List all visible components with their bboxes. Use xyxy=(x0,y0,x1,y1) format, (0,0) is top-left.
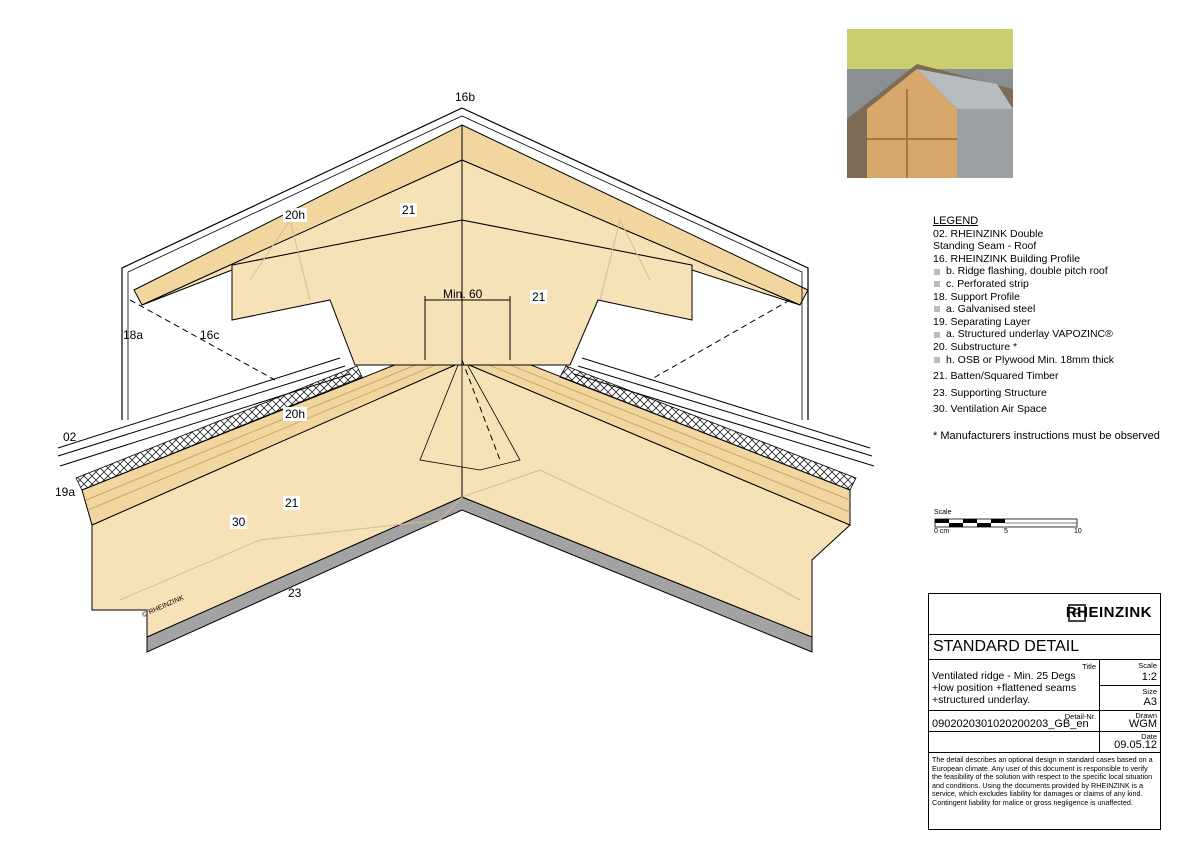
label-16b: 16b xyxy=(455,90,476,104)
date-value: 09.05.12 xyxy=(1114,739,1157,751)
brand-header: R RHEINZINK xyxy=(929,594,1160,635)
legend-item: a. Structured underlay VAPOZINC® xyxy=(933,328,1160,341)
rheinzink-logo-icon: R xyxy=(1068,604,1086,622)
legend-text: h. OSB or Plywood Min. 18mm thick xyxy=(946,353,1115,366)
legend-text: Standing Seam - Roof xyxy=(933,240,1037,253)
legend-item: Standing Seam - Roof xyxy=(933,240,1160,253)
scale-bar: Scale 0 cm 5 10 xyxy=(934,509,1084,540)
structured-underlay-left xyxy=(75,365,363,491)
detail-title: Ventilated ridge - Min. 25 Degs +low pos… xyxy=(932,670,1077,706)
bullet-icon xyxy=(934,356,940,363)
bullet-icon xyxy=(934,331,940,338)
legend-text: 16. RHEINZINK Building Profile xyxy=(933,252,1081,265)
legend-item: h. OSB or Plywood Min. 18mm thick xyxy=(933,354,1160,367)
label-23: 23 xyxy=(288,586,302,600)
ridge-flashing xyxy=(121,107,809,420)
legend-text: 20. Substructure * xyxy=(933,340,1018,353)
legend-item: 23. Supporting Structure xyxy=(933,387,1160,400)
date-label: Date xyxy=(1141,732,1157,741)
legend-text: 18. Support Profile xyxy=(933,290,1020,303)
size-field-value: A3 xyxy=(1143,696,1157,708)
label-21-low: 21 xyxy=(283,496,301,510)
legend-text: a. Structured underlay VAPOZINC® xyxy=(946,328,1113,341)
label-18a: 18a xyxy=(123,328,144,342)
legend-text: 23. Supporting Structure xyxy=(933,386,1047,399)
label-20h-top: 20h xyxy=(283,208,308,222)
label-min-60: Min. 60 xyxy=(443,287,483,301)
standard-detail-heading: STANDARD DETAIL xyxy=(929,635,1160,660)
legend-item: c. Perforated strip xyxy=(933,278,1160,291)
legend-item: 30. Ventilation Air Space xyxy=(933,403,1160,416)
label-20h-mid: 20h xyxy=(283,407,308,421)
legend-item: b. Ridge flashing, double pitch roof xyxy=(933,265,1160,278)
label-19a: 19a xyxy=(55,485,76,499)
scale-tick-10: 10 xyxy=(1074,528,1082,535)
title-block: R RHEINZINK STANDARD DETAIL Title Ventil… xyxy=(928,593,1161,830)
legend-item: 20. Substructure * xyxy=(933,341,1160,354)
structured-underlay-right xyxy=(559,365,857,491)
label-21-top: 21 xyxy=(400,203,418,217)
disclaimer-text: The detail describes an optional design … xyxy=(932,755,1153,807)
legend-item: 16. RHEINZINK Building Profile xyxy=(933,253,1160,266)
label-16c: 16c xyxy=(200,328,220,342)
drawn-value: WGM xyxy=(1128,718,1157,730)
brand-name: RHEINZINK xyxy=(1065,604,1152,621)
legend-note: * Manufacturers instructions must be obs… xyxy=(933,429,1160,442)
legend-item: 19. Separating Layer xyxy=(933,316,1160,329)
legend-text: 30. Ventilation Air Space xyxy=(933,403,1047,416)
scale-field-value: 1:2 xyxy=(1141,671,1157,683)
bullet-icon xyxy=(934,268,940,275)
legend-item: 02. RHEINZINK Double xyxy=(933,228,1160,241)
legend-item: 18. Support Profile xyxy=(933,291,1160,304)
label-21-mid: 21 xyxy=(530,290,548,304)
scale-tick-0: 0 cm xyxy=(934,528,950,535)
bullet-icon xyxy=(934,306,940,313)
scale-field-label: Scale xyxy=(1138,661,1157,670)
legend: LEGEND 02. RHEINZINK Double Standing Sea… xyxy=(933,215,1160,443)
detail-nr-value: 0902020301020200203_GB_en xyxy=(932,718,1089,730)
drawn-label: Drawn xyxy=(1135,711,1157,720)
detail-nr-label: Detail-Nr. xyxy=(1064,712,1096,721)
ridge-photo xyxy=(847,29,1013,178)
scale-graphic xyxy=(934,518,1078,528)
scale-label: Scale xyxy=(934,509,952,516)
legend-text: a. Galvanised steel xyxy=(946,303,1036,316)
legend-text: b. Ridge flashing, double pitch roof xyxy=(946,265,1108,278)
legend-text: 02. RHEINZINK Double xyxy=(933,227,1044,240)
label-30: 30 xyxy=(230,515,248,529)
title-label: Title xyxy=(1082,662,1096,671)
bullet-icon xyxy=(934,281,940,288)
legend-title: LEGEND xyxy=(933,215,979,227)
scale-tick-5: 5 xyxy=(1004,528,1008,535)
legend-text: c. Perforated strip xyxy=(946,277,1029,290)
legend-item: a. Galvanised steel xyxy=(933,303,1160,316)
label-02: 02 xyxy=(63,430,77,444)
legend-item: 21. Batten/Squared Timber xyxy=(933,370,1160,383)
legend-text: 21. Batten/Squared Timber xyxy=(933,370,1059,383)
legend-text: 19. Separating Layer xyxy=(933,315,1031,328)
size-field-label: Size xyxy=(1142,687,1157,696)
